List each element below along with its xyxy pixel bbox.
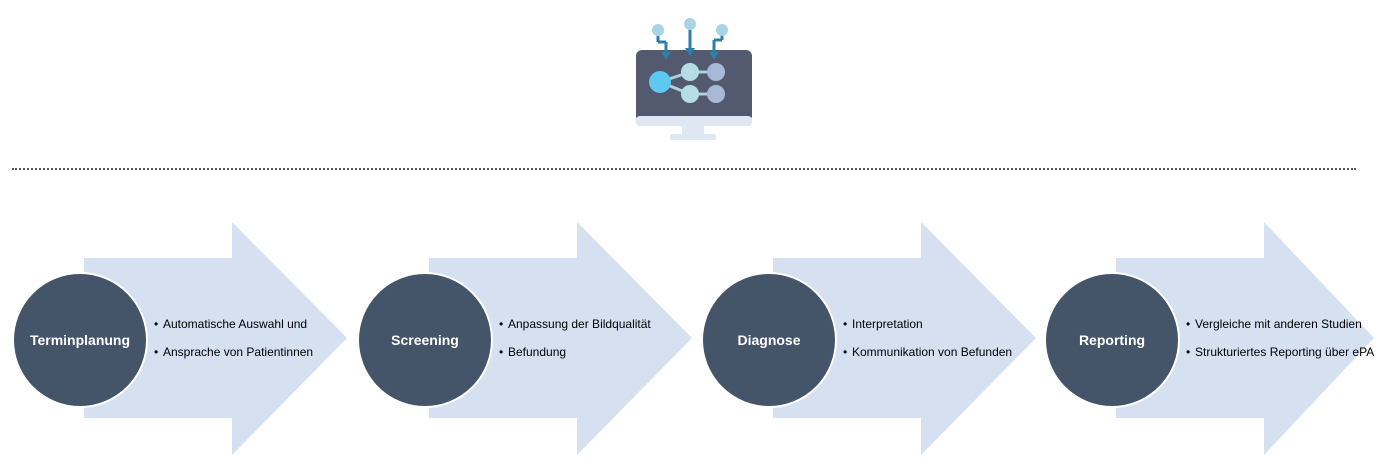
step-title: Reporting <box>1078 332 1146 348</box>
bullet-item: Ansprache von Patientinnen <box>154 345 354 359</box>
bullet-item: Anpassung der Bildqualität <box>499 317 699 331</box>
step-title: Screening <box>391 332 459 348</box>
process-step-screening: Screening Anpassung der Bildqualität Bef… <box>357 222 707 457</box>
arrow-shape <box>773 222 1036 455</box>
monitor-network-icon <box>636 18 752 140</box>
process-step-diagnose: Diagnose Interpretation Kommunikation vo… <box>701 222 1051 457</box>
bullet-item: Strukturiertes Reporting über ePA <box>1186 345 1381 359</box>
process-step-reporting: Reporting Vergleiche mit anderen Studien… <box>1044 222 1381 457</box>
bullet-item: Automatische Auswahl und <box>154 317 354 331</box>
step-circle: Reporting <box>1044 272 1180 408</box>
bullet-item: Vergleiche mit anderen Studien <box>1186 317 1381 331</box>
process-step-terminplanung: Terminplanung Automatische Auswahl und A… <box>12 222 362 457</box>
step-circle: Terminplanung <box>12 272 148 408</box>
bullet-item: Interpretation <box>843 317 1043 331</box>
step-circle: Screening <box>357 272 493 408</box>
step-bullets: Anpassung der Bildqualität Befundung <box>499 302 699 374</box>
step-title: Terminplanung <box>29 332 131 348</box>
dotted-divider <box>12 168 1356 170</box>
arrow-shape <box>429 222 692 455</box>
step-bullets: Automatische Auswahl und Ansprache von P… <box>154 302 354 374</box>
bullet-item: Kommunikation von Befunden <box>843 345 1043 359</box>
bullet-item: Befundung <box>499 345 699 359</box>
step-bullets: Interpretation Kommunikation von Befunde… <box>843 302 1043 374</box>
step-title: Diagnose <box>737 332 801 348</box>
step-circle: Diagnose <box>701 272 837 408</box>
arrow-shape <box>84 222 347 455</box>
arrow-shape <box>1116 222 1374 455</box>
step-bullets: Vergleiche mit anderen Studien Strukturi… <box>1186 302 1381 374</box>
